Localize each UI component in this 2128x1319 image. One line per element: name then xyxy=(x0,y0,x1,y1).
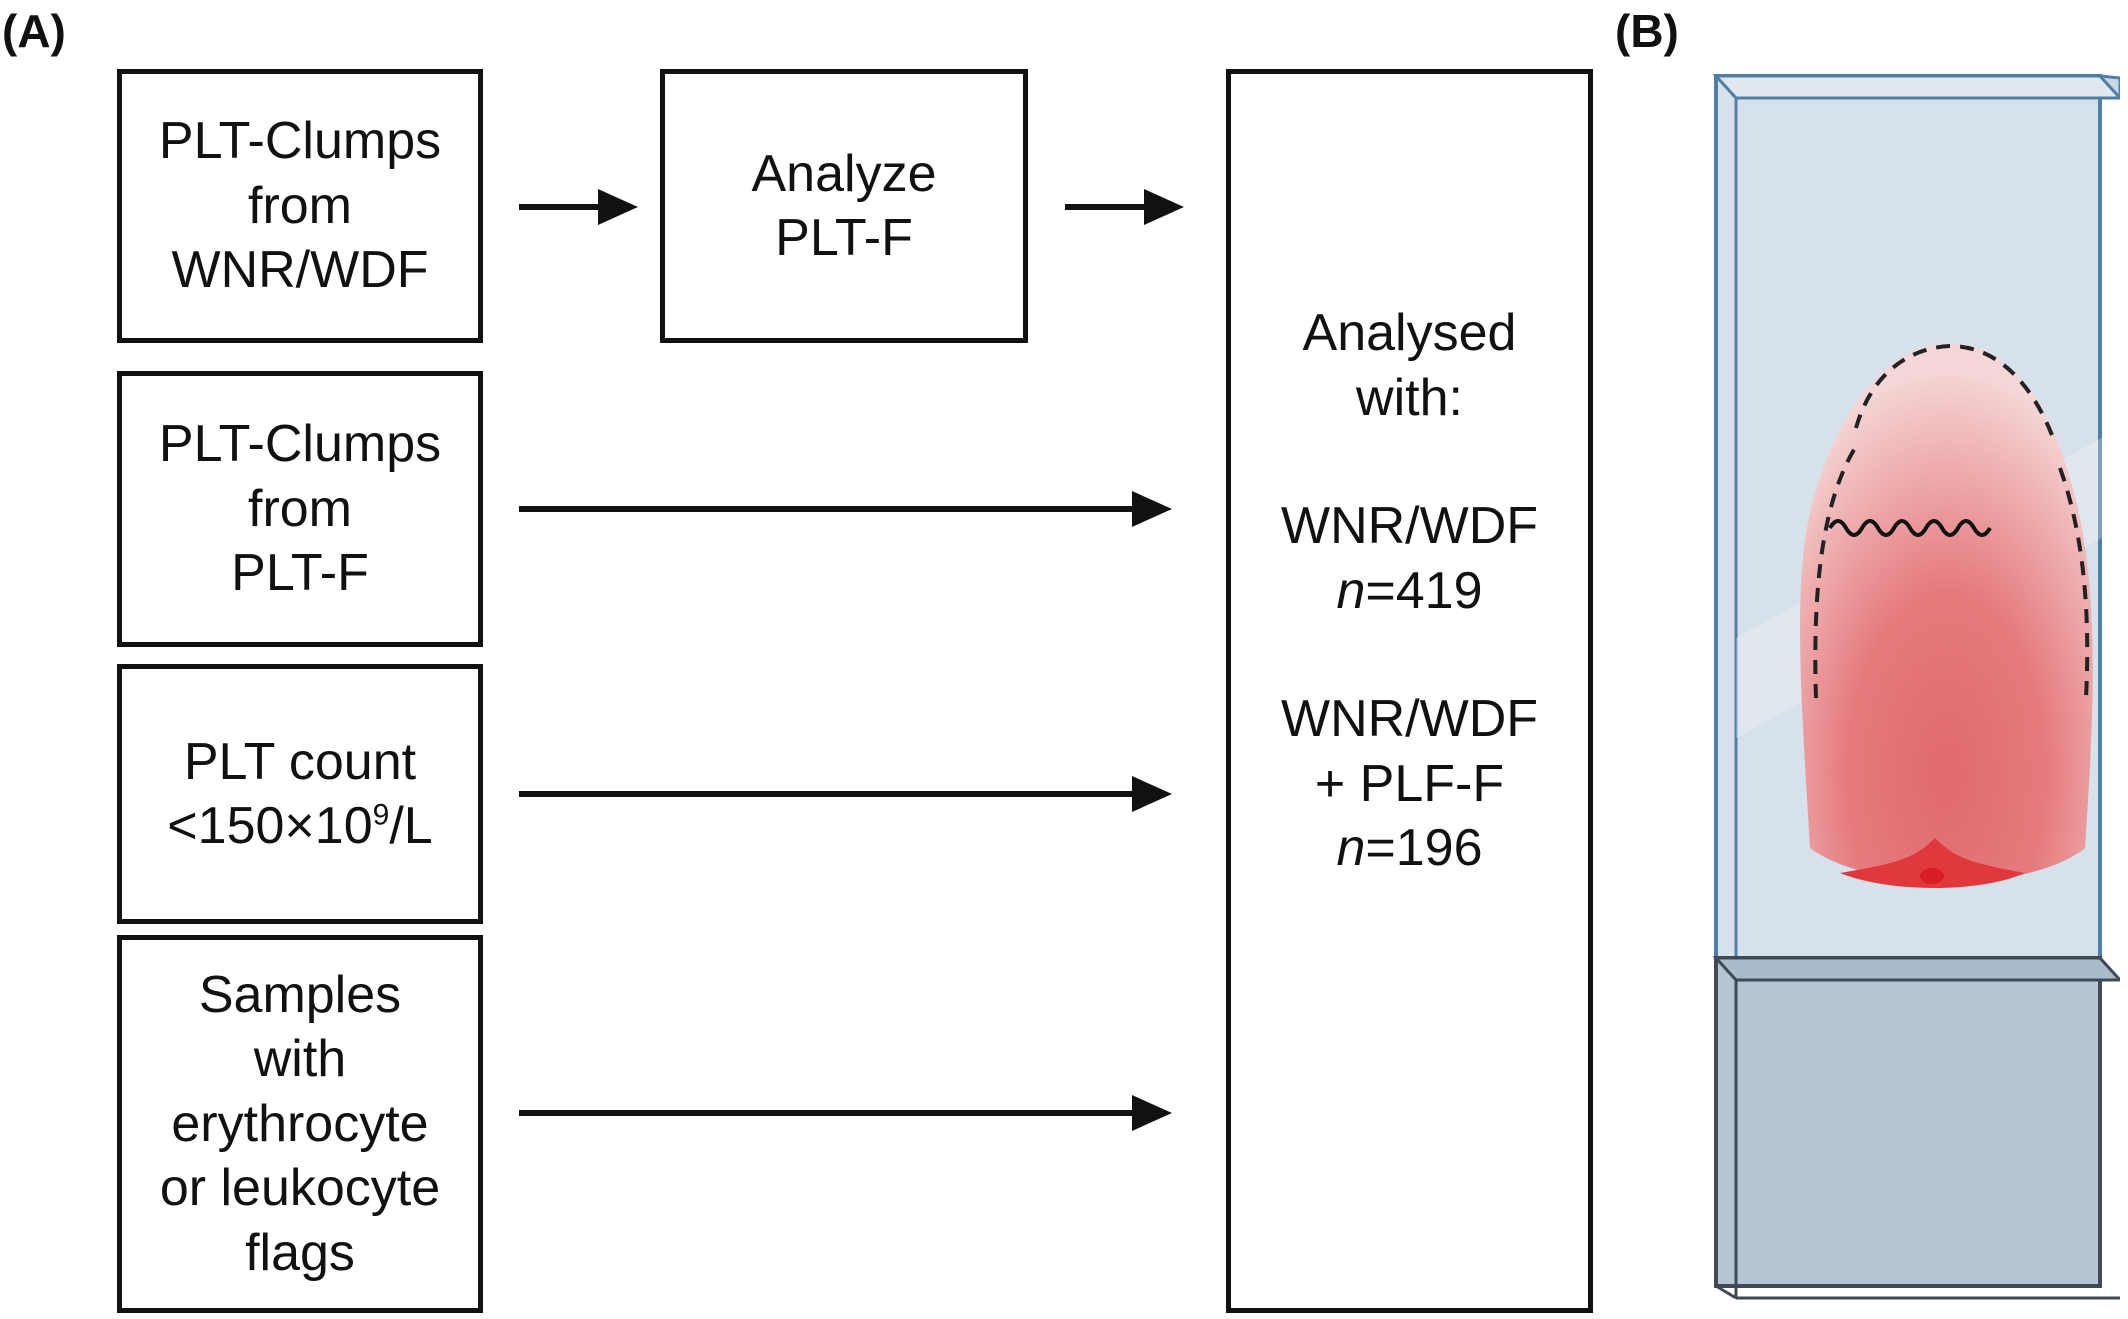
input-box-plt-clumps-wnr-wdf: PLT-Clumps from WNR/WDF xyxy=(117,69,483,343)
box-line: flags xyxy=(245,1223,355,1282)
count-suffix: /L xyxy=(389,797,433,855)
box-line: Analyze xyxy=(751,144,937,203)
count-prefix: <150×10 xyxy=(167,797,373,855)
box-line: PLT-F xyxy=(231,544,369,603)
box-line: from xyxy=(248,176,352,235)
box-line: or leukocyte xyxy=(159,1159,441,1218)
n-symbol: n xyxy=(1336,819,1366,878)
n-symbol: n xyxy=(1336,561,1366,620)
box-line: WNR/WDF xyxy=(171,241,429,300)
box-line: erythrocyte xyxy=(171,1094,429,1153)
plt-count-threshold: <150×109/L xyxy=(167,794,432,858)
box-line: PLT-F xyxy=(775,209,913,267)
slide-bottom-edge xyxy=(1715,1284,1737,1300)
group2-n: n=196 xyxy=(1336,816,1482,880)
group2-extra: + PLF-F xyxy=(1314,754,1505,813)
blood-drop-core xyxy=(1920,868,1944,884)
box-line: from xyxy=(248,479,352,538)
box-line: PLT count xyxy=(183,732,417,791)
group1-n: n=419 xyxy=(1336,559,1482,623)
count-exponent: 9 xyxy=(372,798,390,832)
box-line: PLT-Clumps xyxy=(158,112,442,171)
arrowhead xyxy=(1144,189,1184,225)
arrowhead xyxy=(1132,776,1172,812)
smear-wave-mark xyxy=(1828,519,1992,537)
n-value: =196 xyxy=(1365,819,1483,878)
microscope-slide-icon xyxy=(1712,74,2120,1300)
box-line: PLT-Clumps xyxy=(158,415,442,474)
group2-method: WNR/WDF xyxy=(1280,690,1539,749)
panel-a-label: (A) xyxy=(2,5,66,57)
box-line: Samples xyxy=(198,965,402,1024)
input-box-plt-count: PLT count <150×109/L xyxy=(117,664,483,924)
arrowhead xyxy=(598,189,638,225)
slide-inner-edge xyxy=(1712,74,2120,100)
result-heading-line: with: xyxy=(1356,368,1463,427)
analysed-with-box: Analysed with: WNR/WDF n=419 WNR/WDF + P… xyxy=(1226,69,1593,1313)
slide-frosted-top xyxy=(1712,956,2120,982)
box-line: with xyxy=(253,1030,347,1089)
result-heading-line: Analysed xyxy=(1302,304,1517,363)
analyze-plt-f-box: Analyze PLT-F xyxy=(660,69,1028,343)
arrowhead xyxy=(1132,1095,1172,1131)
group1-method: WNR/WDF xyxy=(1280,497,1539,556)
slide-frosted-end xyxy=(1714,956,2102,1288)
feathered-edge-outline xyxy=(1813,343,2090,699)
blood-drop-origin xyxy=(1840,838,2025,888)
arrowhead xyxy=(1132,491,1172,527)
n-value: =419 xyxy=(1365,561,1483,620)
blood-smear-icon xyxy=(1800,343,2093,882)
panel-b-label: (B) xyxy=(1615,5,1679,57)
input-box-samples-with-flags: Samples with erythrocyte or leukocyte fl… xyxy=(117,935,483,1313)
input-box-plt-clumps-plt-f: PLT-Clumps from PLT-F xyxy=(117,371,483,647)
